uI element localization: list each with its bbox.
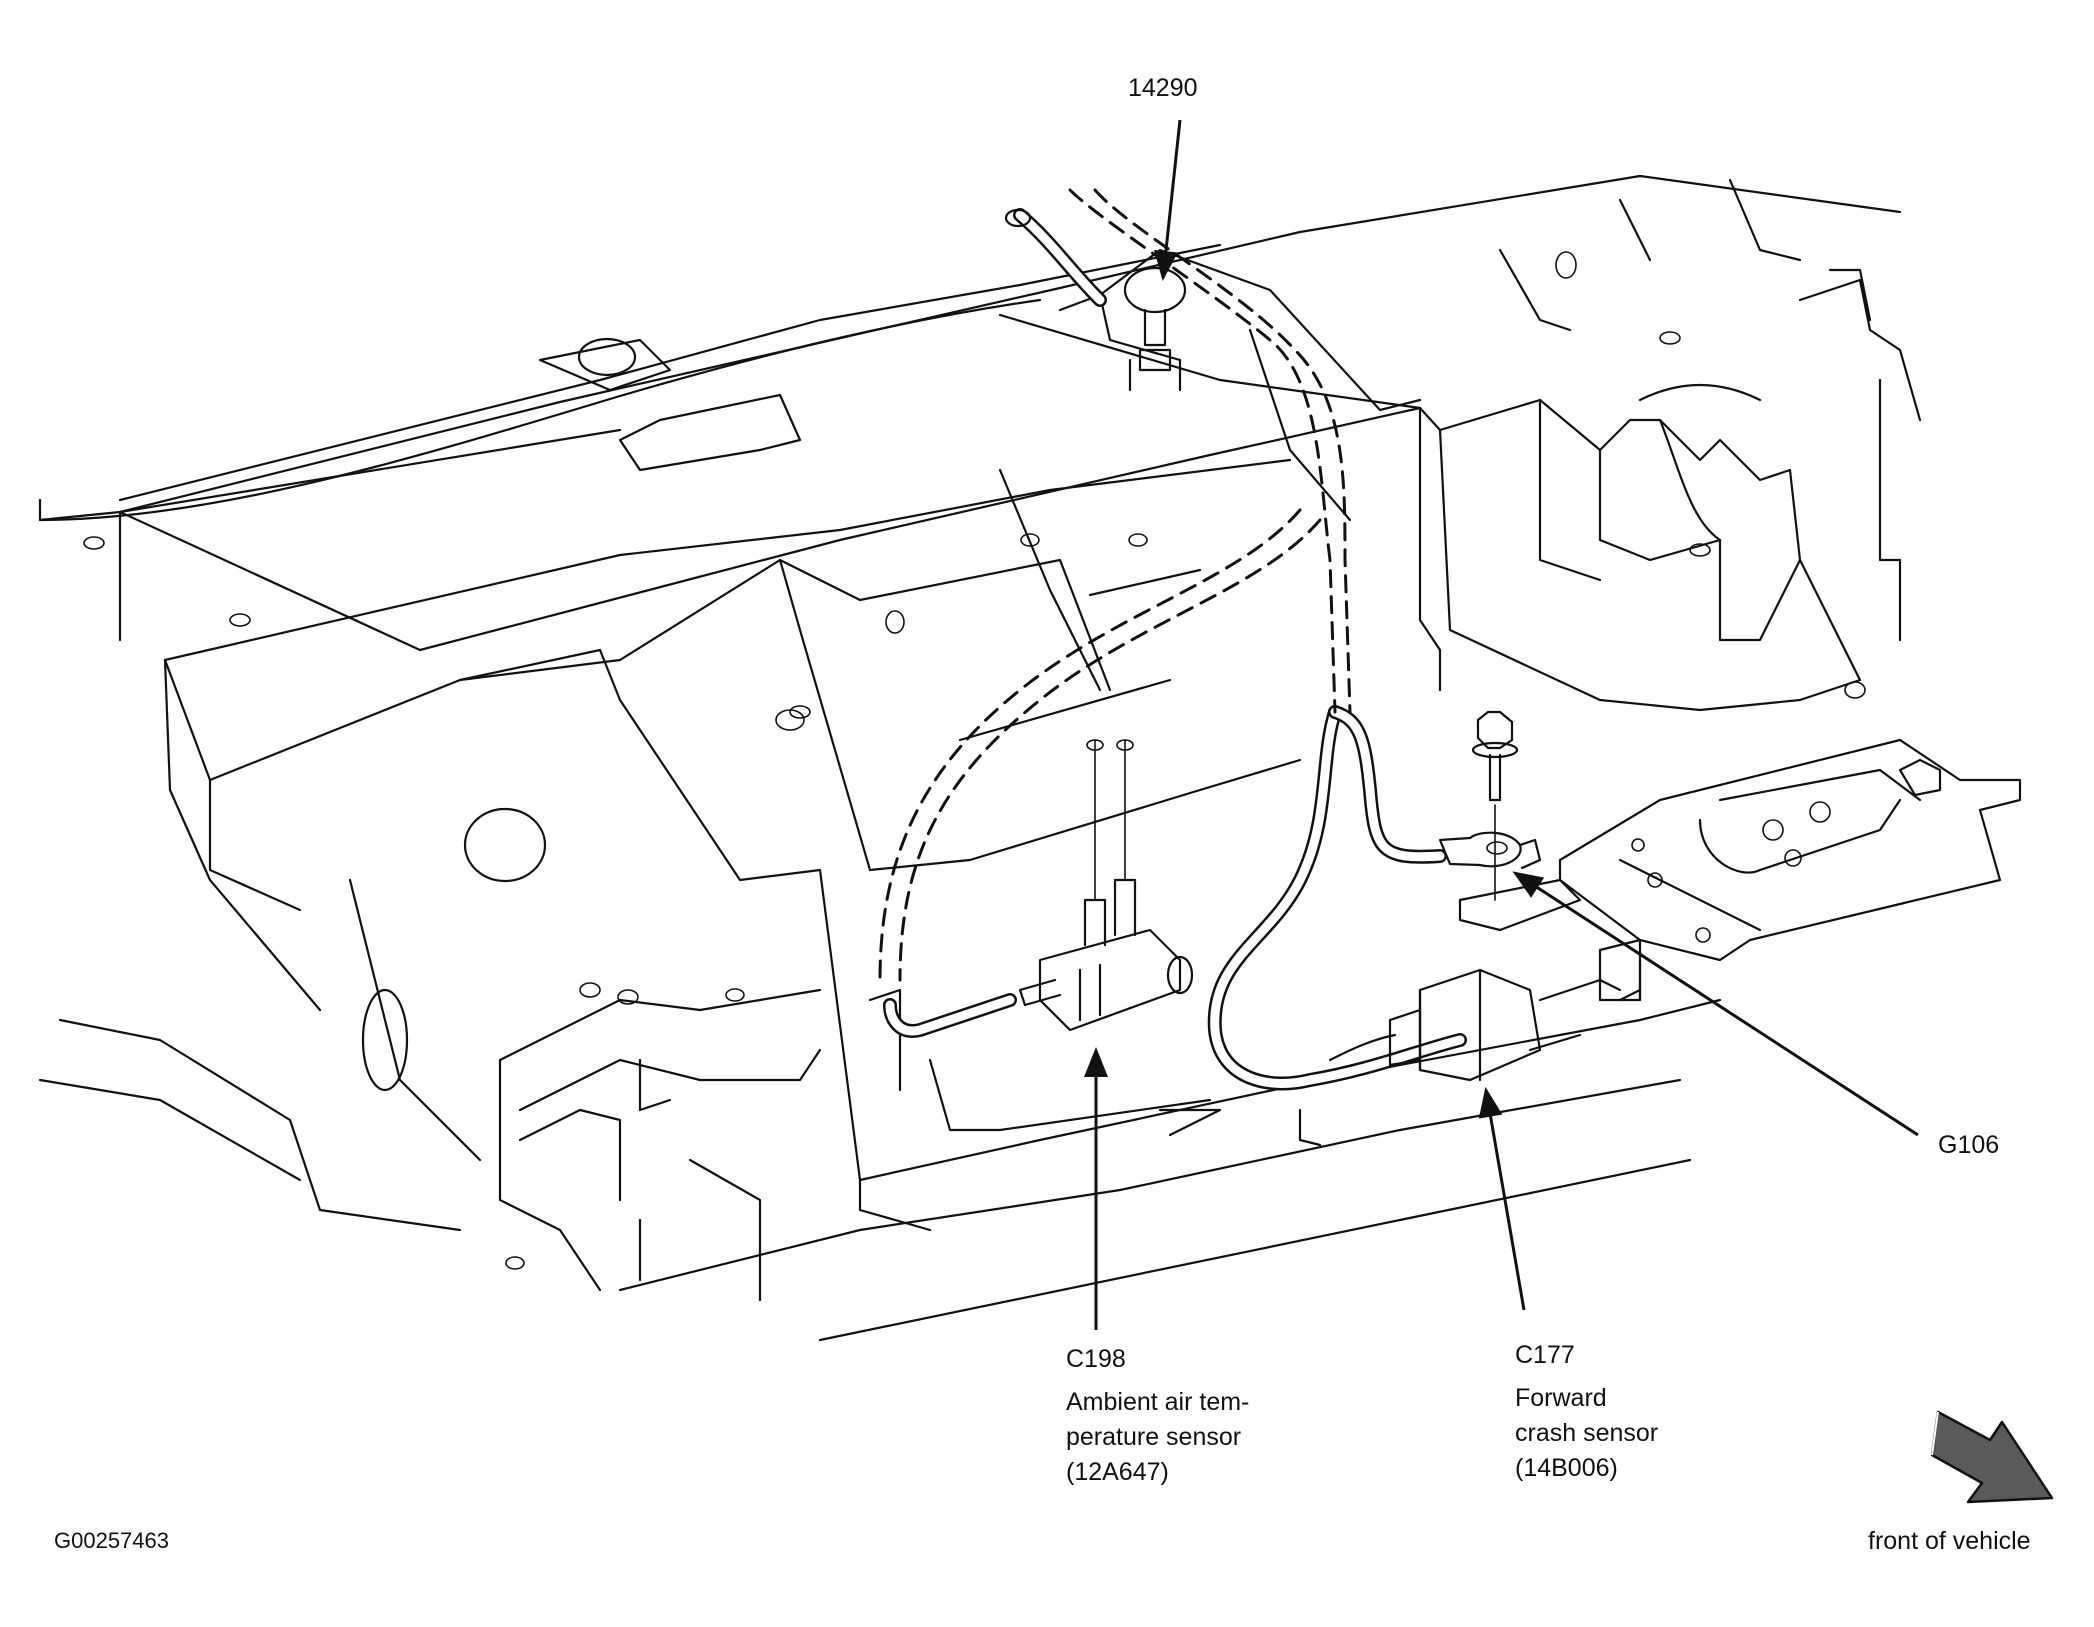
c198-code: C198 xyxy=(1066,1345,1126,1373)
ground-bolt-g106 xyxy=(1438,710,1542,901)
c177-description-line1: Forward xyxy=(1515,1384,1607,1412)
callout-leader-lines xyxy=(1084,119,1919,1330)
c198-description-line1: Ambient air tem- xyxy=(1066,1388,1250,1416)
radiator-support-structure xyxy=(38,174,2022,1342)
c198-part-number: (12A647) xyxy=(1066,1458,1169,1486)
callout-c198: C198 Ambient air tem- perature sensor (1… xyxy=(1066,1342,1249,1490)
c177-part-number: (14B006) xyxy=(1515,1454,1618,1482)
front-of-vehicle-label: front of vehicle xyxy=(1868,1527,2031,1555)
figure-id: G00257463 xyxy=(54,1528,169,1553)
c177-code: C177 xyxy=(1515,1341,1575,1369)
wiring-harness xyxy=(878,188,1467,1091)
callout-14290: 14290 xyxy=(1128,74,1198,102)
callout-c177: C177 Forward crash sensor (14B006) xyxy=(1515,1338,1658,1486)
ambient-air-temperature-sensor xyxy=(1018,739,1194,1032)
c177-description-line2: crash sensor xyxy=(1515,1419,1659,1447)
forward-crash-sensor xyxy=(1328,968,1622,1082)
c198-description-line2: perature sensor xyxy=(1066,1423,1242,1451)
direction-arrow-icon xyxy=(1930,1410,2054,1504)
callout-g106: G106 xyxy=(1938,1131,2000,1159)
harness-retainer-clip xyxy=(1123,266,1187,392)
